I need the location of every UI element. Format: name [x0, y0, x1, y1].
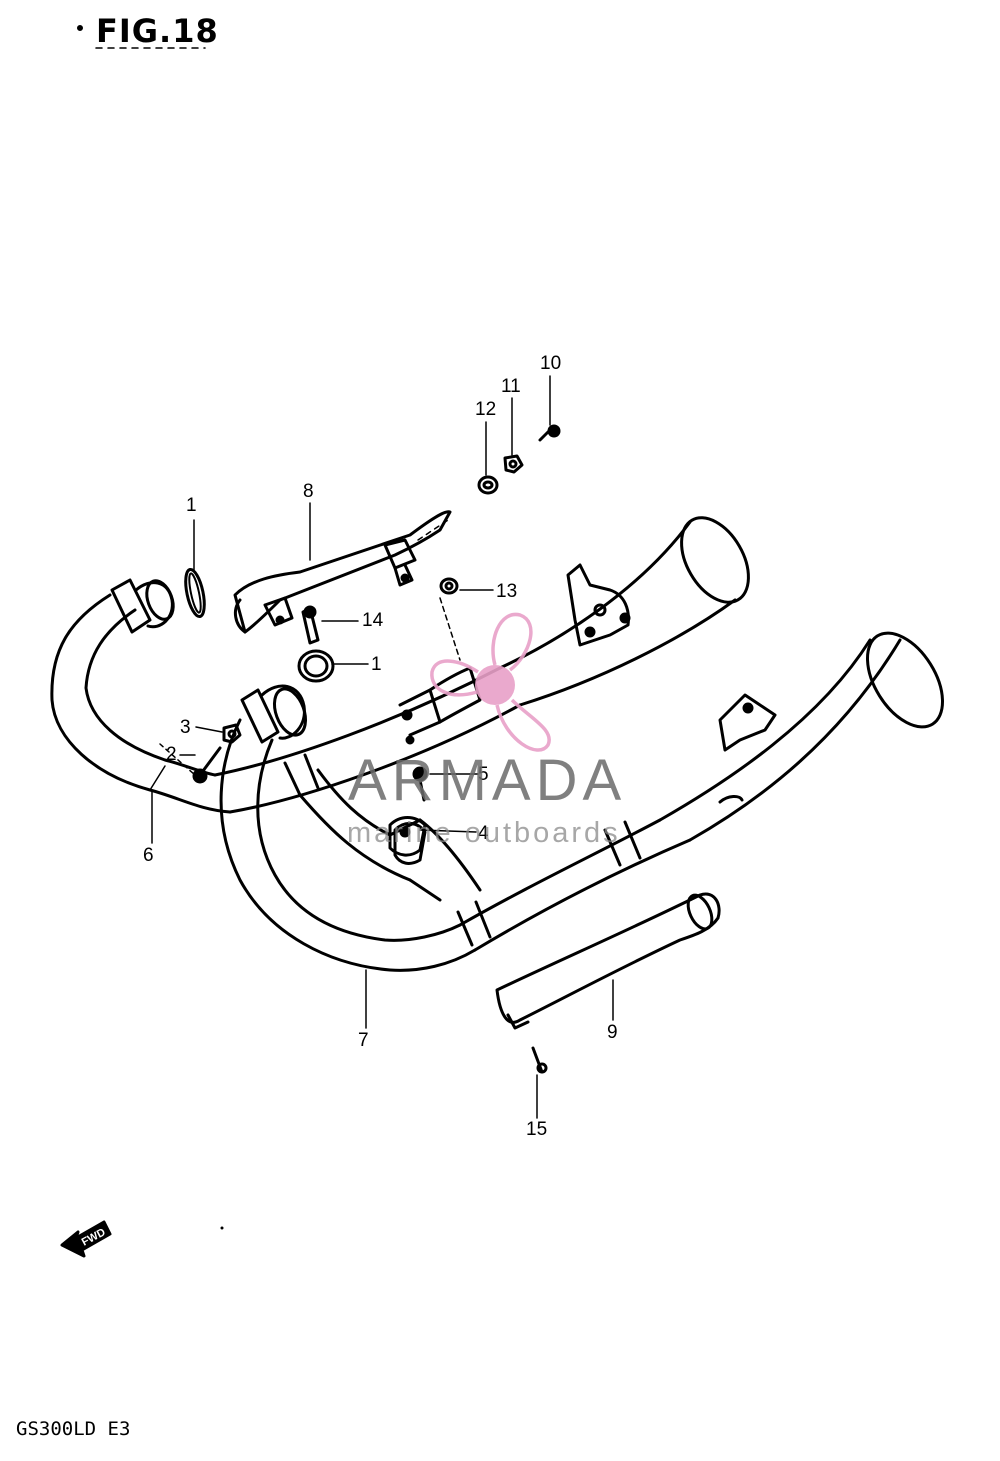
speck-mark: [77, 25, 83, 31]
callout-14: 14: [362, 610, 384, 631]
callout-10: 10: [540, 353, 562, 374]
bolt-10: [538, 424, 561, 442]
watermark-brand: ARMADA: [348, 748, 627, 813]
speck-mark: [220, 1226, 224, 1230]
exhaust-pipe-7: [219, 718, 692, 972]
screw-15: [531, 1046, 548, 1074]
pipe-6-flange: [110, 578, 175, 634]
callout-4: 4: [478, 823, 489, 844]
gasket-1-lower: [297, 649, 335, 683]
model-code: GS300LD E3: [16, 1418, 131, 1440]
washer-13: [439, 577, 459, 595]
bolt-5: [412, 766, 428, 802]
nut-3: [222, 723, 242, 744]
callout-13: 13: [496, 581, 518, 602]
callout-11: 11: [501, 376, 521, 397]
callout-1-gasket-lower: 1: [371, 654, 382, 675]
bolt-2: [192, 746, 222, 784]
muffler-lower: [603, 631, 945, 867]
muffler-bracket-lower: [718, 693, 777, 752]
bolt-14: [301, 605, 320, 645]
watermark-tagline: marine outboards: [347, 817, 621, 849]
crossover-pipe: [298, 768, 482, 902]
callout-8: 8: [303, 481, 314, 502]
callout-2: 2: [166, 744, 177, 765]
nut-11: [503, 454, 524, 474]
callout-6: 6: [143, 845, 154, 866]
muffler-upper: [398, 516, 750, 745]
exhaust-pipe-6: [50, 593, 522, 814]
gasket-1-upper: [184, 567, 206, 619]
callout-9: 9: [607, 1022, 618, 1043]
leader-lines: [149, 375, 614, 1119]
callout-12: 12: [475, 399, 497, 420]
heat-shield-9: [495, 892, 721, 1030]
callout-7: 7: [358, 1030, 369, 1051]
figure-title: FIG.18: [96, 12, 219, 50]
washer-12: [477, 475, 499, 495]
callout-3: 3: [180, 717, 191, 738]
muffler-bracket-upper: [566, 563, 631, 647]
fwd-arrow-icon: [60, 1220, 112, 1258]
pipe-7-flange: [240, 684, 308, 744]
callout-5: 5: [478, 764, 489, 785]
fwd-label: FWD: [80, 1226, 108, 1248]
callout-15: 15: [526, 1119, 548, 1140]
propeller-watermark-icon: [430, 612, 551, 752]
callout-1-gasket-upper: 1: [186, 495, 197, 516]
clamp-4: [388, 816, 427, 857]
heat-shield-8: [233, 510, 452, 634]
